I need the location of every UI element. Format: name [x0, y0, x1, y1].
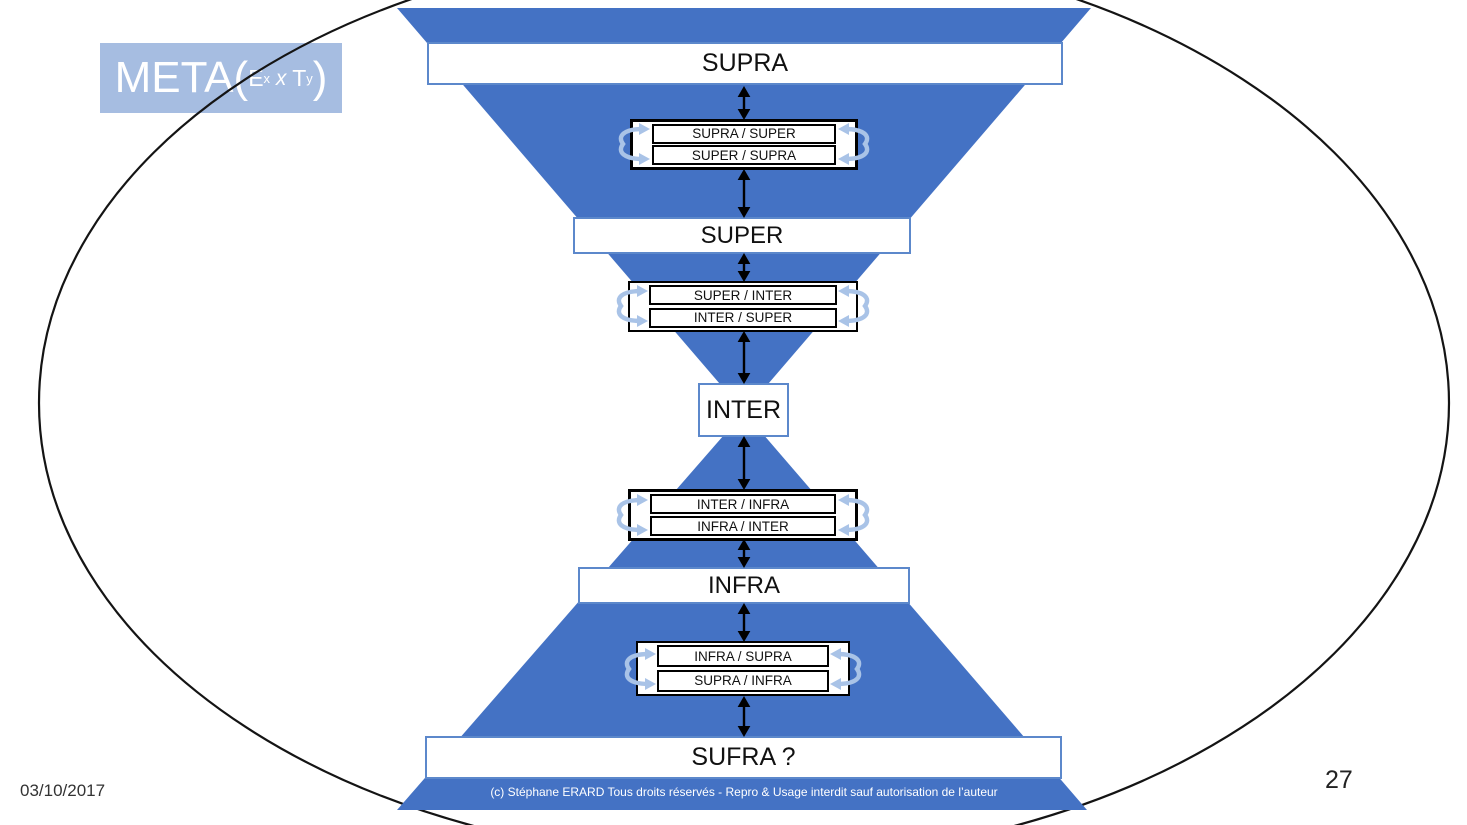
level-label: INTER [706, 395, 781, 424]
interface-row-top: INFRA / SUPRA [657, 645, 829, 668]
double-arrow-icon [737, 169, 751, 218]
interface-box-inter-infra: INTER / INFRA INFRA / INTER [628, 489, 858, 541]
meta-term1: E [248, 64, 264, 91]
copyright-text: (c) Stéphane ERARD Tous droits réservés … [490, 785, 998, 799]
level-label: SUFRA ? [691, 743, 796, 771]
double-arrow-icon [737, 331, 751, 384]
double-arrow-icon [737, 539, 751, 568]
level-bar-inter: INTER [698, 383, 789, 437]
double-arrow-icon [737, 253, 751, 282]
double-arrow-icon [737, 86, 751, 120]
meta-suffix: ) [312, 53, 328, 102]
level-label: SUPRA [701, 49, 789, 77]
meta-operator: x [270, 66, 293, 90]
level-label: INFRA [708, 571, 780, 599]
level-bar-supra: SUPRA [427, 42, 1063, 85]
interface-box-super-inter: SUPER / INTER INTER / SUPER [628, 281, 858, 332]
level-bar-super: SUPER [573, 217, 911, 254]
meta-prefix: META( [114, 53, 249, 102]
double-arrow-icon [737, 603, 751, 642]
interface-box-supra-super: SUPRA / SUPER SUPER / SUPRA [630, 119, 858, 170]
level-label: SUPER [700, 221, 784, 249]
level-bar-sufra: SUFRA ? [425, 736, 1062, 779]
interface-row-bottom: SUPER / SUPRA [652, 145, 836, 166]
interface-row-bottom: INTER / SUPER [649, 307, 837, 328]
interface-row-top: INTER / INFRA [650, 494, 836, 514]
interface-row-bottom: SUPRA / INFRA [657, 669, 829, 692]
interface-row-bottom: INFRA / INTER [650, 516, 836, 536]
double-arrow-icon [737, 436, 751, 490]
interface-row-top: SUPRA / SUPER [652, 123, 836, 144]
interface-row-top: SUPER / INTER [649, 285, 837, 306]
double-arrow-icon [737, 696, 751, 737]
meta-term2: T [292, 64, 307, 91]
level-bar-infra: INFRA [578, 567, 910, 604]
interface-box-infra-supra: INFRA / SUPRA SUPRA / INFRA [636, 641, 850, 696]
